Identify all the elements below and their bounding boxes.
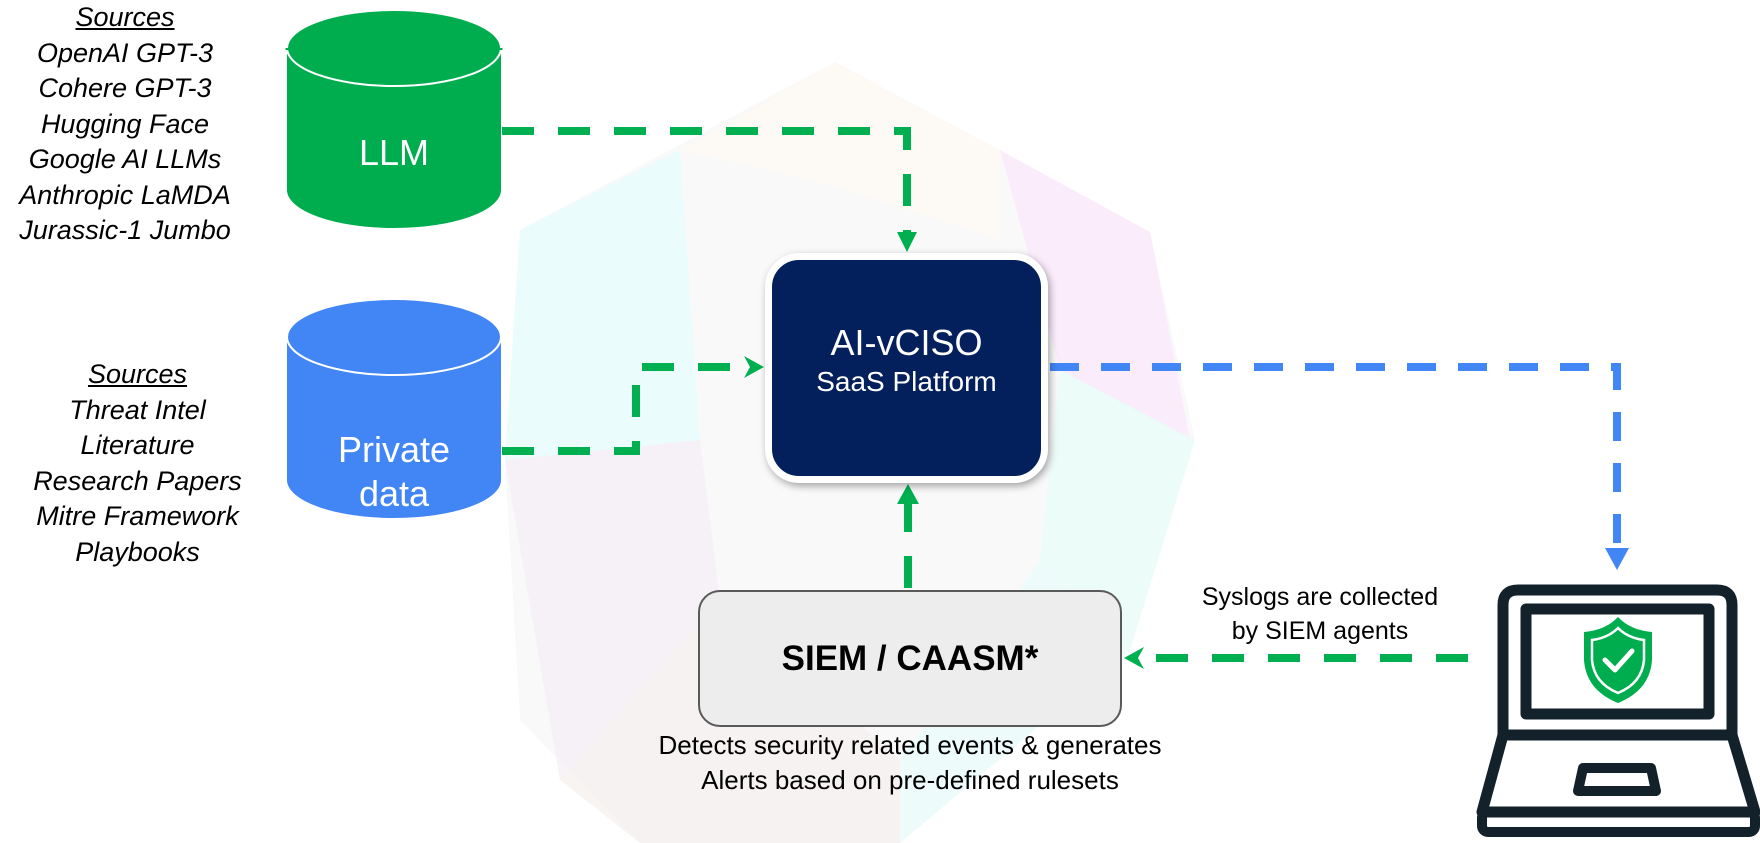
private-sources-header: Sources — [87, 359, 188, 389]
llm-sources-list: Sources OpenAI GPT-3 Cohere GPT-3 Huggin… — [0, 0, 250, 249]
siem-description: Detects security related events & genera… — [620, 728, 1200, 798]
llm-source-item: Anthropic LaMDA — [19, 179, 231, 210]
ai-vciso-platform-node: AI-vCISO SaaS Platform — [765, 253, 1048, 483]
bg-facet — [1040, 370, 1195, 650]
siem-title: SIEM / CAASM* — [781, 638, 1039, 678]
laptop-screen — [1520, 603, 1715, 720]
siem-description-line2: Alerts based on pre-defined rulesets — [701, 765, 1119, 795]
siem-caasm-node: SIEM / CAASM* — [698, 590, 1122, 727]
private-data-label-line2: data — [358, 473, 430, 514]
edge-platform-to-endpoint — [1050, 363, 1621, 552]
platform-subtitle: SaaS Platform — [816, 366, 997, 397]
private-data-database-cylinder-icon — [286, 298, 502, 518]
edge-llm-to-platform — [502, 127, 911, 238]
llm-source-item: Google AI LLMs — [28, 144, 222, 174]
private-data-node-label: Private data — [287, 428, 501, 516]
llm-sources-header: Sources — [75, 2, 175, 32]
syslog-label-line2: by SIEM agents — [1231, 617, 1409, 645]
llm-database-cylinder-icon — [285, 9, 503, 228]
arrowhead-up — [897, 484, 919, 504]
bg-facet — [505, 150, 700, 460]
arrowhead-down-blue — [1605, 548, 1629, 570]
arrowhead-left — [1124, 647, 1144, 669]
llm-source-item: OpenAI GPT-3 — [36, 37, 214, 68]
llm-node-label: LLM — [358, 132, 430, 173]
laptop-front-edge — [1477, 807, 1760, 837]
platform-title: AI-vCISO — [830, 322, 983, 363]
arrowhead-down — [897, 232, 917, 252]
arrowhead-right — [744, 356, 764, 378]
private-source-item: Literature — [80, 430, 195, 460]
siem-description-line1: Detects security related events & genera… — [658, 730, 1162, 760]
laptop-lid — [1497, 584, 1738, 741]
laptop-touchpad — [1573, 763, 1661, 796]
syslog-label-line1: Syslogs are collected — [1201, 583, 1439, 611]
edge-private-to-platform — [502, 363, 750, 455]
laptop-base — [1476, 729, 1760, 818]
private-source-item: Playbooks — [75, 536, 200, 567]
llm-source-item: Cohere GPT-3 — [38, 73, 212, 103]
syslog-edge-label: Syslogs are collected by SIEM agents — [1170, 580, 1470, 648]
llm-source-item: Hugging Face — [40, 108, 210, 139]
private-data-label-line1: Private — [337, 429, 451, 470]
private-source-item: Threat Intel — [69, 394, 206, 425]
bg-facet — [1000, 150, 1190, 440]
private-source-item: Mitre Framework — [36, 501, 239, 531]
private-source-item: Research Papers — [33, 465, 242, 496]
shield-check-icon — [1584, 617, 1652, 703]
llm-source-item: Jurassic-1 Jumbo — [19, 215, 231, 245]
bg-facet — [680, 62, 1000, 240]
bg-facet — [505, 440, 720, 780]
private-sources-list: Sources Threat Intel Literature Research… — [10, 357, 265, 570]
